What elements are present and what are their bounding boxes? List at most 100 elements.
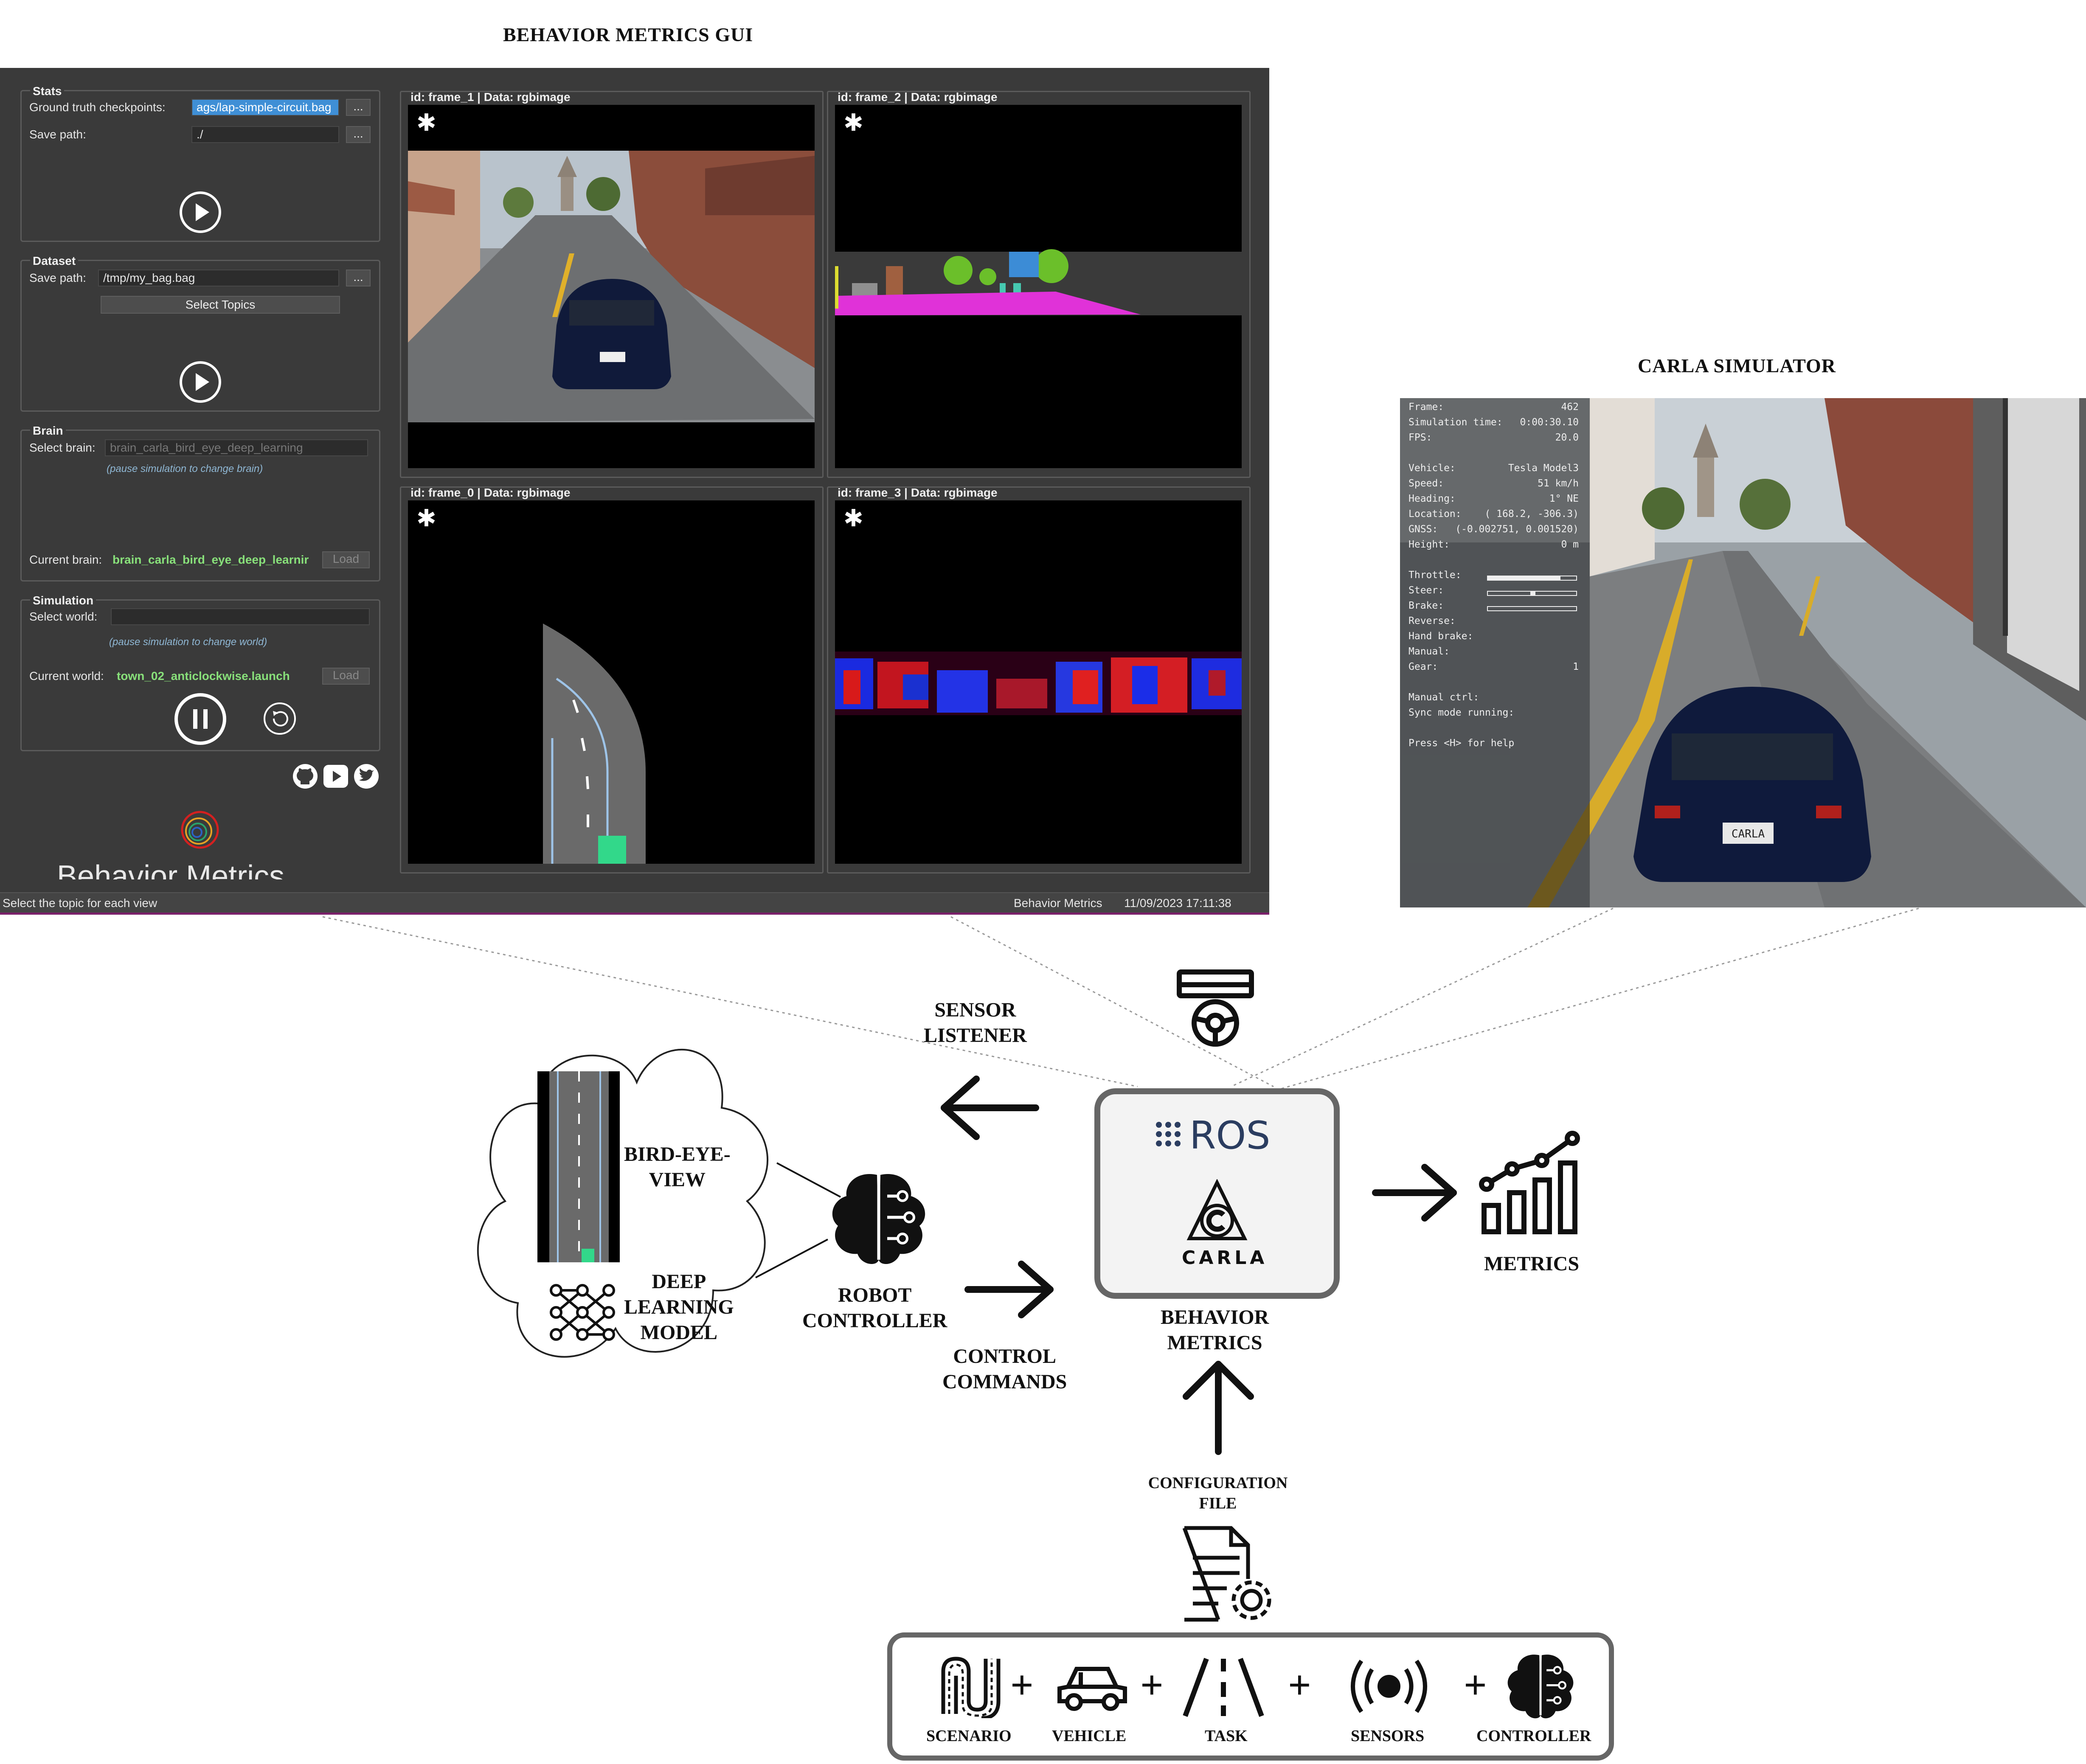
brain-icon xyxy=(828,1171,930,1268)
hud-label: Manual ctrl: xyxy=(1408,692,1479,703)
hud-label: Brake: xyxy=(1408,600,1444,611)
hud-value: 1° NE xyxy=(1549,493,1579,504)
window-border xyxy=(0,913,1269,915)
hud-label: Steer: xyxy=(1408,585,1444,596)
pause-button[interactable] xyxy=(174,693,226,745)
view-frame-1: id: frame_1 | Data: rgbimage xyxy=(400,90,824,478)
hud-value: 462 xyxy=(1561,402,1579,413)
hud-label: Throttle: xyxy=(1408,570,1462,581)
dataset-browse-button[interactable]: ... xyxy=(346,270,371,287)
carla-logo-icon xyxy=(1185,1178,1249,1243)
brain-load-button[interactable]: Load xyxy=(322,551,370,568)
brain-hint: (pause simulation to change brain) xyxy=(107,463,263,475)
gear-icon[interactable]: ✱ xyxy=(416,109,436,136)
hud-label: Height: xyxy=(1408,539,1450,550)
scenario-label: SCENARIO xyxy=(926,1727,1012,1745)
steer-bar xyxy=(1487,591,1577,596)
hud-label: Simulation time: xyxy=(1408,417,1503,428)
stats-save-field[interactable]: ./ xyxy=(191,126,339,143)
view-title: id: frame_2 | Data: rgbimage xyxy=(838,90,998,104)
hud-value: 20.0 xyxy=(1555,432,1579,443)
bird-eye-view-image xyxy=(543,624,646,864)
view-image: ✱ xyxy=(408,500,815,864)
view-frame-3: id: frame_3 | Data: rgbimage ✱ xyxy=(827,486,1251,874)
hud-label: Press <H> for help xyxy=(1408,738,1515,749)
stats-title: Stats xyxy=(30,84,65,98)
neural-network-icon xyxy=(548,1278,617,1347)
gt-field[interactable]: ags/lap-simple-circuit.bag xyxy=(191,99,339,116)
gear-icon[interactable]: ✱ xyxy=(843,109,863,136)
status-app: Behavior Metrics xyxy=(1014,896,1102,910)
dataset-group: Dataset Save path: /tmp/my_bag.bag ... S… xyxy=(20,254,380,412)
github-icon[interactable] xyxy=(292,763,318,789)
view-frame-2: id: frame_2 | Data: rgbimage ✱ xyxy=(827,90,1251,478)
gear-icon[interactable]: ✱ xyxy=(416,505,436,531)
components-box: + + + + SCENARIO VEHICLE TASK SENSORS CO… xyxy=(887,1632,1614,1761)
world-hint: (pause simulation to change world) xyxy=(109,636,267,648)
arrow-left-icon xyxy=(938,1074,1040,1142)
scenario-icon xyxy=(939,1654,1003,1720)
status-datetime: 11/09/2023 17:11:38 xyxy=(1124,896,1231,910)
logo-text: Behavior Metrics xyxy=(57,860,285,879)
hud-value: 0 m xyxy=(1561,539,1579,550)
stats-play-button[interactable] xyxy=(180,191,221,233)
view-image: ✱ xyxy=(835,105,1242,468)
simulation-title: Simulation xyxy=(30,594,96,607)
stats-group: Stats Ground truth checkpoints: ags/lap-… xyxy=(20,84,380,242)
vehicle-label: VEHICLE xyxy=(1052,1727,1127,1745)
brain-select-label: Select brain: xyxy=(29,441,96,454)
ros-logo-text: ROS xyxy=(1189,1113,1271,1158)
arrow-right-icon xyxy=(964,1260,1057,1319)
brain-select[interactable]: brain_carla_bird_eye_deep_learning xyxy=(105,439,368,456)
sensors-label: SENSORS xyxy=(1351,1727,1425,1745)
reset-icon xyxy=(264,702,296,735)
stats-save-browse-button[interactable]: ... xyxy=(346,126,371,143)
hud-label: Heading: xyxy=(1408,493,1456,504)
stats-save-label: Save path: xyxy=(29,128,86,141)
hud-label: Sync mode running: xyxy=(1408,707,1515,718)
behavior-metrics-box: ROS CARLA xyxy=(1094,1088,1340,1299)
hud-label: Vehicle: xyxy=(1408,463,1456,474)
bird-eye-view-image xyxy=(537,1071,620,1262)
hud-label: FPS: xyxy=(1408,432,1432,443)
current-brain-value: brain_carla_bird_eye_deep_learnir xyxy=(112,553,309,566)
current-brain-label: Current brain: xyxy=(29,553,102,566)
controller-brain-icon xyxy=(1504,1652,1577,1722)
hud-label: Reverse: xyxy=(1408,615,1456,626)
hud-value: 0:00:30.10 xyxy=(1520,417,1579,428)
twitter-icon[interactable] xyxy=(353,763,380,789)
throttle-bar xyxy=(1487,576,1577,581)
reset-button[interactable] xyxy=(261,700,298,737)
carla-logo-text: CARLA xyxy=(1182,1247,1268,1269)
camera-image xyxy=(408,151,815,468)
gear-icon[interactable]: ✱ xyxy=(843,505,863,531)
dataset-save-label: Save path: xyxy=(29,271,86,284)
current-world-label: Current world: xyxy=(29,669,104,683)
status-bar: Select the topic for each view Behavior … xyxy=(0,892,1269,913)
gt-browse-button[interactable]: ... xyxy=(346,99,371,116)
hud-label: Manual: xyxy=(1408,646,1450,657)
hud-label: GNSS: xyxy=(1408,524,1438,535)
hud-label: Gear: xyxy=(1408,661,1438,672)
dataset-title: Dataset xyxy=(30,254,79,268)
dataset-record-button[interactable] xyxy=(180,361,221,403)
logo-text-crop: Behavior Metrics xyxy=(57,858,354,879)
controller-label: CONTROLLER xyxy=(1476,1727,1591,1745)
brain-group: Brain Select brain: brain_carla_bird_eye… xyxy=(20,424,380,581)
select-topics-button[interactable]: Select Topics xyxy=(101,296,340,314)
youtube-icon[interactable] xyxy=(323,763,349,789)
ros-dots-icon xyxy=(1155,1121,1181,1147)
world-select[interactable] xyxy=(111,608,370,625)
carla-heading: CARLA SIMULATOR xyxy=(1638,355,1836,376)
world-load-button[interactable]: Load xyxy=(322,668,370,685)
gt-label: Ground truth checkpoints: xyxy=(29,101,166,114)
arrow-up-icon xyxy=(1180,1358,1257,1456)
dataset-save-field[interactable]: /tmp/my_bag.bag xyxy=(98,270,339,287)
view-title: id: frame_1 | Data: rgbimage xyxy=(410,90,571,104)
plus-sign: + xyxy=(1288,1662,1311,1708)
hud-label: Speed: xyxy=(1408,478,1444,489)
